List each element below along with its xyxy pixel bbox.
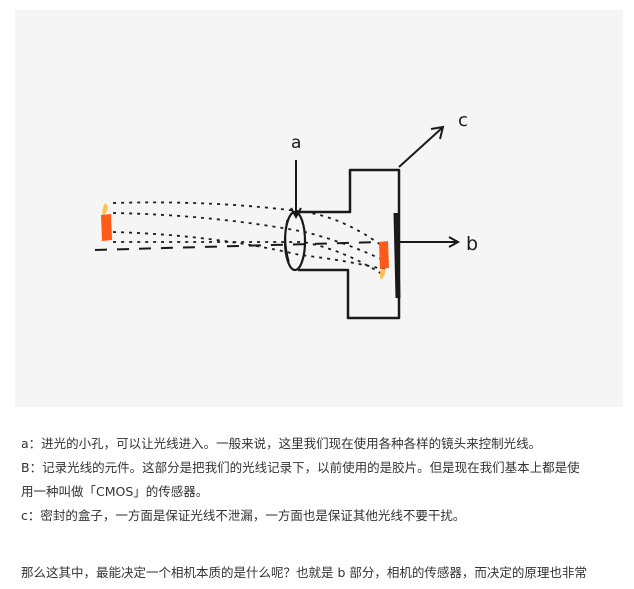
paragraph-b-line1: B：记录光线的元件。这部分是把我们的光线记录下，以前使用的是胶片。但是现在我们基… (21, 460, 580, 475)
camera-obscura-sketch: a c b (94, 110, 478, 320)
label-b: b (466, 233, 478, 255)
optical-axis-line (94, 241, 381, 251)
sensor-plate (393, 212, 401, 299)
arrow-c (398, 125, 445, 168)
conclusion-block: 那么这其中，最能决定一个相机本质的是什么呢？也就是 b 部分，相机的传感器，而决… (21, 561, 621, 585)
label-a: a (291, 133, 301, 153)
label-c: c (458, 110, 468, 131)
arrow-b (400, 236, 461, 248)
candle-object (101, 203, 112, 241)
lens-pinhole (283, 210, 307, 272)
arrow-a (290, 160, 302, 220)
camera-diagram: a c b (15, 10, 623, 407)
paragraph-c: c：密封的盒子，一方面是保证光线不泄漏，一方面也是保证其他光线不要干扰。 (21, 508, 466, 523)
paragraph-a: a：进光的小孔，可以让光线进入。一般来说，这里我们现在使用各种各样的镜头来控制光… (21, 436, 542, 451)
projected-image (379, 241, 389, 280)
explanation-block: a：进光的小孔，可以让光线进入。一般来说，这里我们现在使用各种各样的镜头来控制光… (21, 432, 621, 528)
paragraph-b-line2: 用一种叫做「CMOS」的传感器。 (21, 484, 209, 499)
light-rays (112, 201, 388, 277)
paragraph-final: 那么这其中，最能决定一个相机本质的是什么呢？也就是 b 部分，相机的传感器，而决… (21, 565, 587, 580)
